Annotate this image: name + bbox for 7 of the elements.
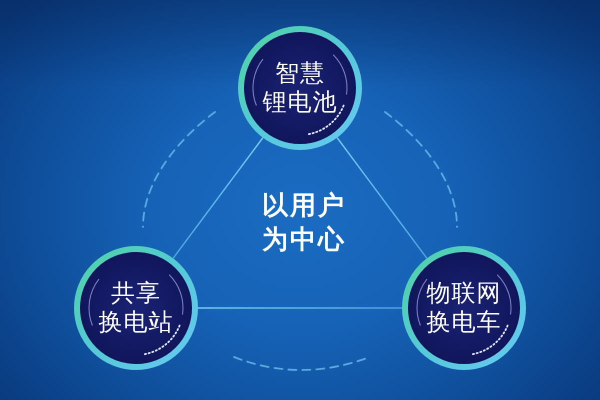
connector-line — [336, 137, 428, 259]
connector-line — [198, 307, 402, 309]
center-label: 以用户为中心 — [261, 190, 347, 257]
node-label: 物联网换电车 — [426, 279, 502, 337]
node-label: 共享换电站 — [98, 279, 174, 337]
connector-line — [172, 137, 264, 259]
node-label: 智慧锂电池 — [262, 59, 338, 117]
